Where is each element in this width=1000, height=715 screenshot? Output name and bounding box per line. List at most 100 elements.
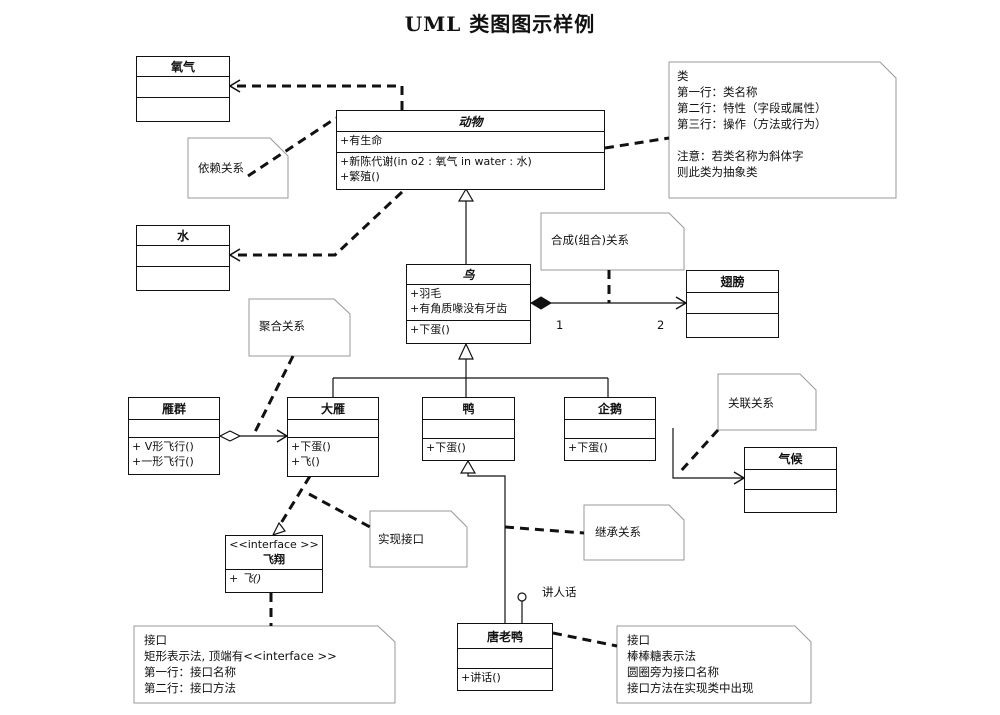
class-ops: +新陈代谢(in o2 : 氧气 in water : 水) +繁殖() [337, 153, 604, 188]
class-ops: +讲话() [458, 669, 552, 689]
class-ops [137, 98, 229, 119]
op: + 飞() [229, 572, 262, 585]
class-attrs [129, 420, 219, 438]
class-ops [137, 267, 229, 288]
lollipop-interface-name: 讲人话 [542, 585, 577, 599]
multiplicity-1: 1 [556, 318, 564, 332]
class-ops: +下蛋() +飞() [288, 438, 378, 475]
realization-note-connector [308, 492, 371, 529]
class-attrs [745, 470, 836, 490]
dependency-note-text: 依赖关系 [198, 161, 244, 175]
class-name: 鸭 [423, 398, 514, 420]
dependency-line-oxygen [232, 84, 404, 110]
page-title: UML 类图图示样例 [404, 12, 596, 36]
op: +下蛋() [291, 440, 331, 453]
realization-note-text: 实现接口 [378, 532, 424, 546]
class-animal[interactable]: 动物 +有生命 +新陈代谢(in o2 : 氧气 in water : 水) +… [336, 110, 605, 190]
class-name: 水 [137, 226, 229, 246]
op: +繁殖() [340, 170, 380, 183]
interface-fly[interactable]: <<interface >> 飞翔 + 飞() [225, 535, 323, 593]
composition-note-shape [540, 212, 685, 271]
interface-ops: + 飞() [226, 570, 322, 590]
multiplicity-2: 2 [657, 318, 665, 332]
class-name: 雁群 [129, 398, 219, 420]
dependency-note-shape [187, 137, 289, 199]
inheritance-triangle-bird [458, 342, 474, 360]
inheritance-note-text: 继承关系 [595, 525, 641, 539]
op: +下蛋() [426, 441, 466, 454]
class-climate[interactable]: 气候 [744, 447, 837, 513]
interface-lollipop-note: 接口 棒棒糖表示法 圆圈旁为接口名称 接口方法在实现类中出现 [627, 633, 754, 695]
class-name: 翅膀 [687, 271, 778, 293]
class-name: 气候 [745, 448, 836, 470]
attr: +有生命 [340, 134, 383, 147]
op: +下蛋() [410, 323, 450, 336]
class-attrs [687, 293, 778, 314]
interface-stereotype: <<interface >> [229, 538, 319, 551]
association-note-shape [717, 373, 817, 431]
realization-triangle [271, 521, 286, 537]
class-water[interactable]: 水 [136, 225, 230, 291]
class-attrs: +有生命 [337, 132, 604, 153]
dependency-line-water [232, 190, 404, 257]
association-note-connector [678, 428, 720, 474]
class-note-shape [668, 61, 897, 199]
realization-line [276, 475, 312, 529]
dependency-note-connector [247, 116, 337, 178]
op: +一形飞行() [132, 455, 194, 468]
class-wild-goose[interactable]: 大雁 +下蛋() +飞() [287, 397, 379, 477]
class-tang-duck[interactable]: 唐老鸭 +讲话() [457, 623, 553, 691]
attr: +有角质喙没有牙齿 [410, 302, 508, 315]
inheritance-triangle-duck [459, 459, 477, 474]
lollipop-note-connector [552, 631, 618, 648]
class-attrs [423, 420, 514, 439]
class-bird[interactable]: 鸟 +羽毛 +有角质喙没有牙齿 +下蛋() [406, 264, 531, 344]
lollipop-circle [517, 592, 527, 602]
op: +飞() [291, 455, 320, 468]
composition-note-text: 合成(组合)关系 [551, 233, 629, 247]
op: + V形飞行() [132, 440, 194, 453]
class-ops [687, 314, 778, 335]
class-attrs [288, 420, 378, 438]
interface-header: <<interface >> 飞翔 [226, 536, 322, 570]
class-ops: +下蛋() [565, 439, 655, 459]
class-ops [745, 490, 836, 511]
dependency-arrowhead-water [228, 248, 241, 262]
class-name: 氧气 [137, 57, 229, 77]
class-attrs [137, 77, 229, 98]
aggregation-note-text: 聚合关系 [259, 319, 305, 333]
association-note-text: 关联关系 [728, 396, 774, 410]
inheritance-note-shape [583, 504, 685, 561]
aggregation-diamond [218, 430, 242, 442]
class-wing[interactable]: 翅膀 [686, 270, 779, 338]
inheritance-triangle-animal [457, 187, 475, 202]
class-penguin[interactable]: 企鹅 +下蛋() [564, 397, 656, 461]
class-attrs [137, 246, 229, 267]
class-name: 企鹅 [565, 398, 655, 420]
interface-rect-note-shape [133, 625, 396, 704]
inheritance-tree-lines [332, 359, 609, 397]
class-oxygen[interactable]: 氧气 [136, 56, 230, 122]
class-name: 鸟 [407, 265, 530, 285]
class-duck[interactable]: 鸭 +下蛋() [422, 397, 515, 461]
op: +讲话() [461, 671, 501, 684]
op: +新陈代谢(in o2 : 氧气 in water : 水) [340, 155, 532, 168]
class-attrs: +羽毛 +有角质喙没有牙齿 [407, 285, 530, 321]
class-ops: + V形飞行() +一形飞行() [129, 438, 219, 474]
composition-diamond [530, 296, 552, 310]
interface-rect-note: 接口 矩形表示法, 顶端有<<interface >> 第一行：接口名称 第二行… [144, 633, 337, 695]
class-name: 唐老鸭 [458, 624, 552, 649]
class-attrs [458, 649, 552, 669]
association-line [672, 428, 744, 479]
class-note-connector [604, 136, 670, 150]
class-ops: +下蛋() [423, 439, 514, 459]
inheritance-line-tangduck-duck [467, 472, 506, 623]
class-note: 类 第一行：类名称 第二行：特性（字段或属性） 第三行：操作（方法或行为） 注意… [677, 69, 827, 179]
inheritance-note-connector [504, 525, 585, 535]
realization-note-shape [369, 510, 468, 568]
aggregation-note-shape [248, 298, 351, 357]
class-ops: +下蛋() [407, 321, 530, 342]
class-name: 大雁 [288, 398, 378, 420]
class-goose-flock[interactable]: 雁群 + V形飞行() +一形飞行() [128, 397, 220, 475]
